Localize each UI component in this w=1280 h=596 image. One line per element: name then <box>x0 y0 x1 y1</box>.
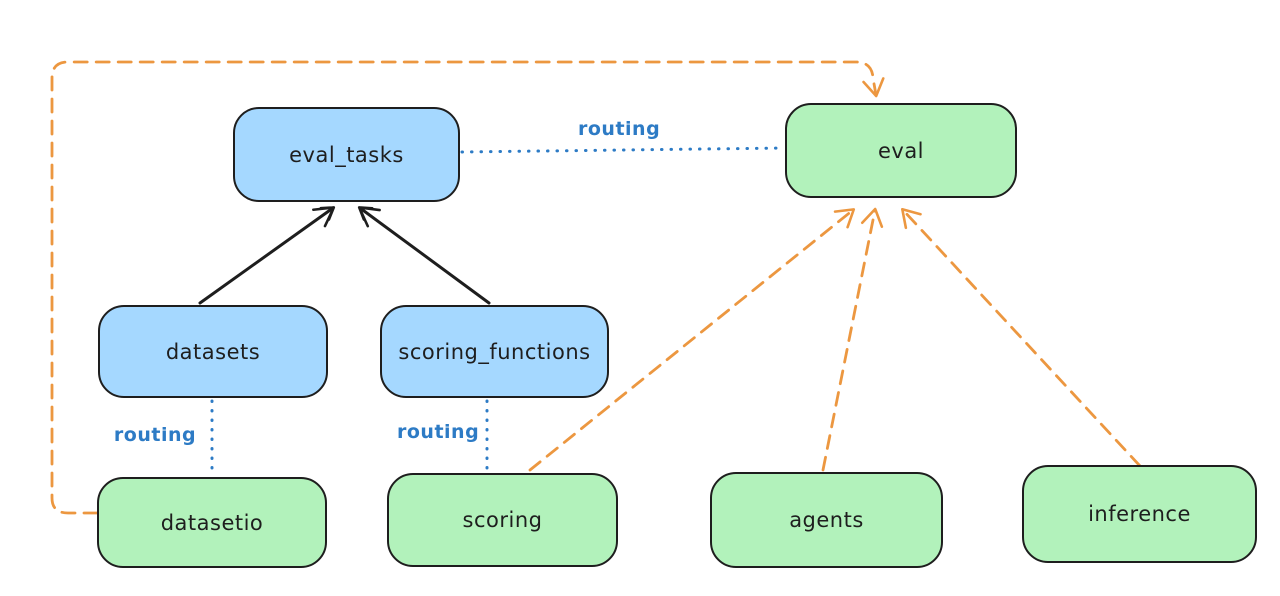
node-scoring-functions: scoring_functions <box>380 305 609 398</box>
node-datasetio-label: datasetio <box>160 510 264 535</box>
edge-datasets-to-eval-tasks <box>198 206 336 305</box>
node-eval: eval <box>785 103 1017 198</box>
edge-scoring-to-eval <box>528 208 856 472</box>
node-datasets-label: datasets <box>165 339 261 364</box>
routing-label-datasets-datasetio: routing <box>113 424 197 446</box>
node-inference-label: inference <box>1088 502 1191 526</box>
node-agents: agents <box>710 472 943 568</box>
node-datasets: datasets <box>98 305 328 398</box>
routing-label-eval-tasks-eval: routing <box>578 118 661 140</box>
node-eval-label: eval <box>877 138 925 163</box>
node-datasetio: datasetio <box>97 477 327 568</box>
node-scoring-functions-label: scoring_functions <box>398 339 591 364</box>
edge-eval-tasks-to-eval-routing <box>460 146 786 154</box>
node-scoring-label: scoring <box>462 508 543 532</box>
node-scoring: scoring <box>387 473 618 567</box>
edge-agents-to-eval <box>821 207 884 472</box>
node-inference: inference <box>1022 465 1257 563</box>
node-eval-tasks-label: eval_tasks <box>289 142 404 167</box>
edge-scoring-functions-to-eval-tasks <box>357 206 491 305</box>
node-agents-label: agents <box>789 508 864 532</box>
node-eval-tasks: eval_tasks <box>233 107 460 202</box>
edge-datasetio-to-eval <box>50 60 885 515</box>
edge-inference-to-eval <box>901 207 1142 468</box>
routing-label-scoring-functions-scoring: routing <box>397 421 480 443</box>
